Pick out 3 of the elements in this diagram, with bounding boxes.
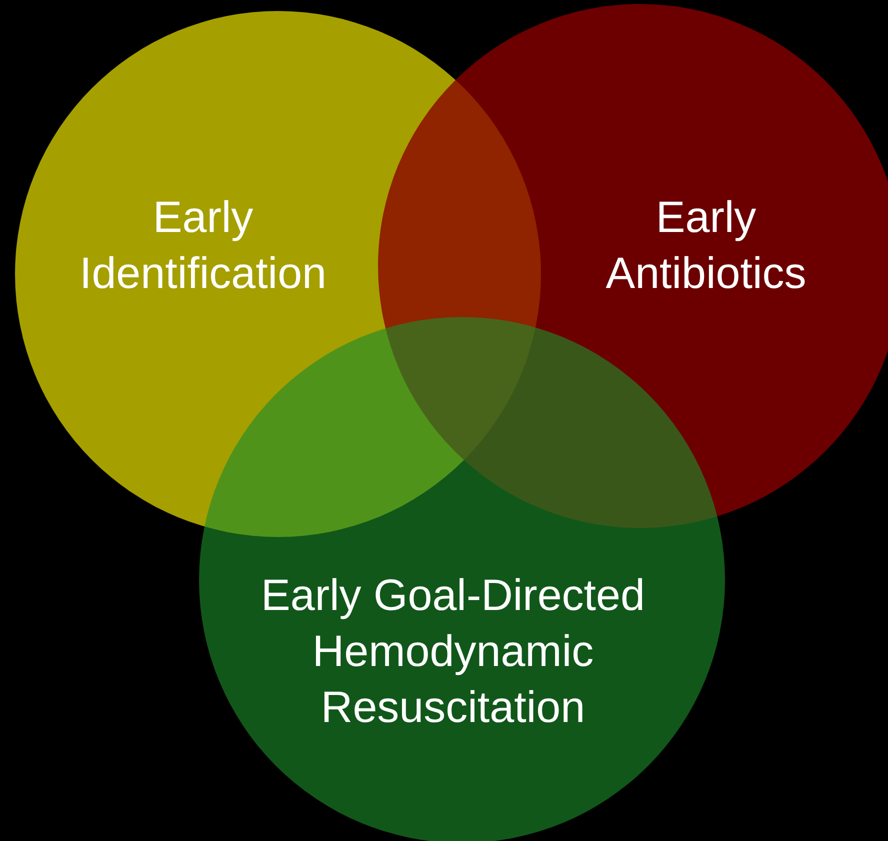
circle-label: Early Antibiotics: [604, 192, 808, 300]
circle-label: Early Identification: [78, 192, 328, 300]
circle-label: Early Goal-Directed Hemodynamic Resuscitation: [260, 570, 646, 734]
